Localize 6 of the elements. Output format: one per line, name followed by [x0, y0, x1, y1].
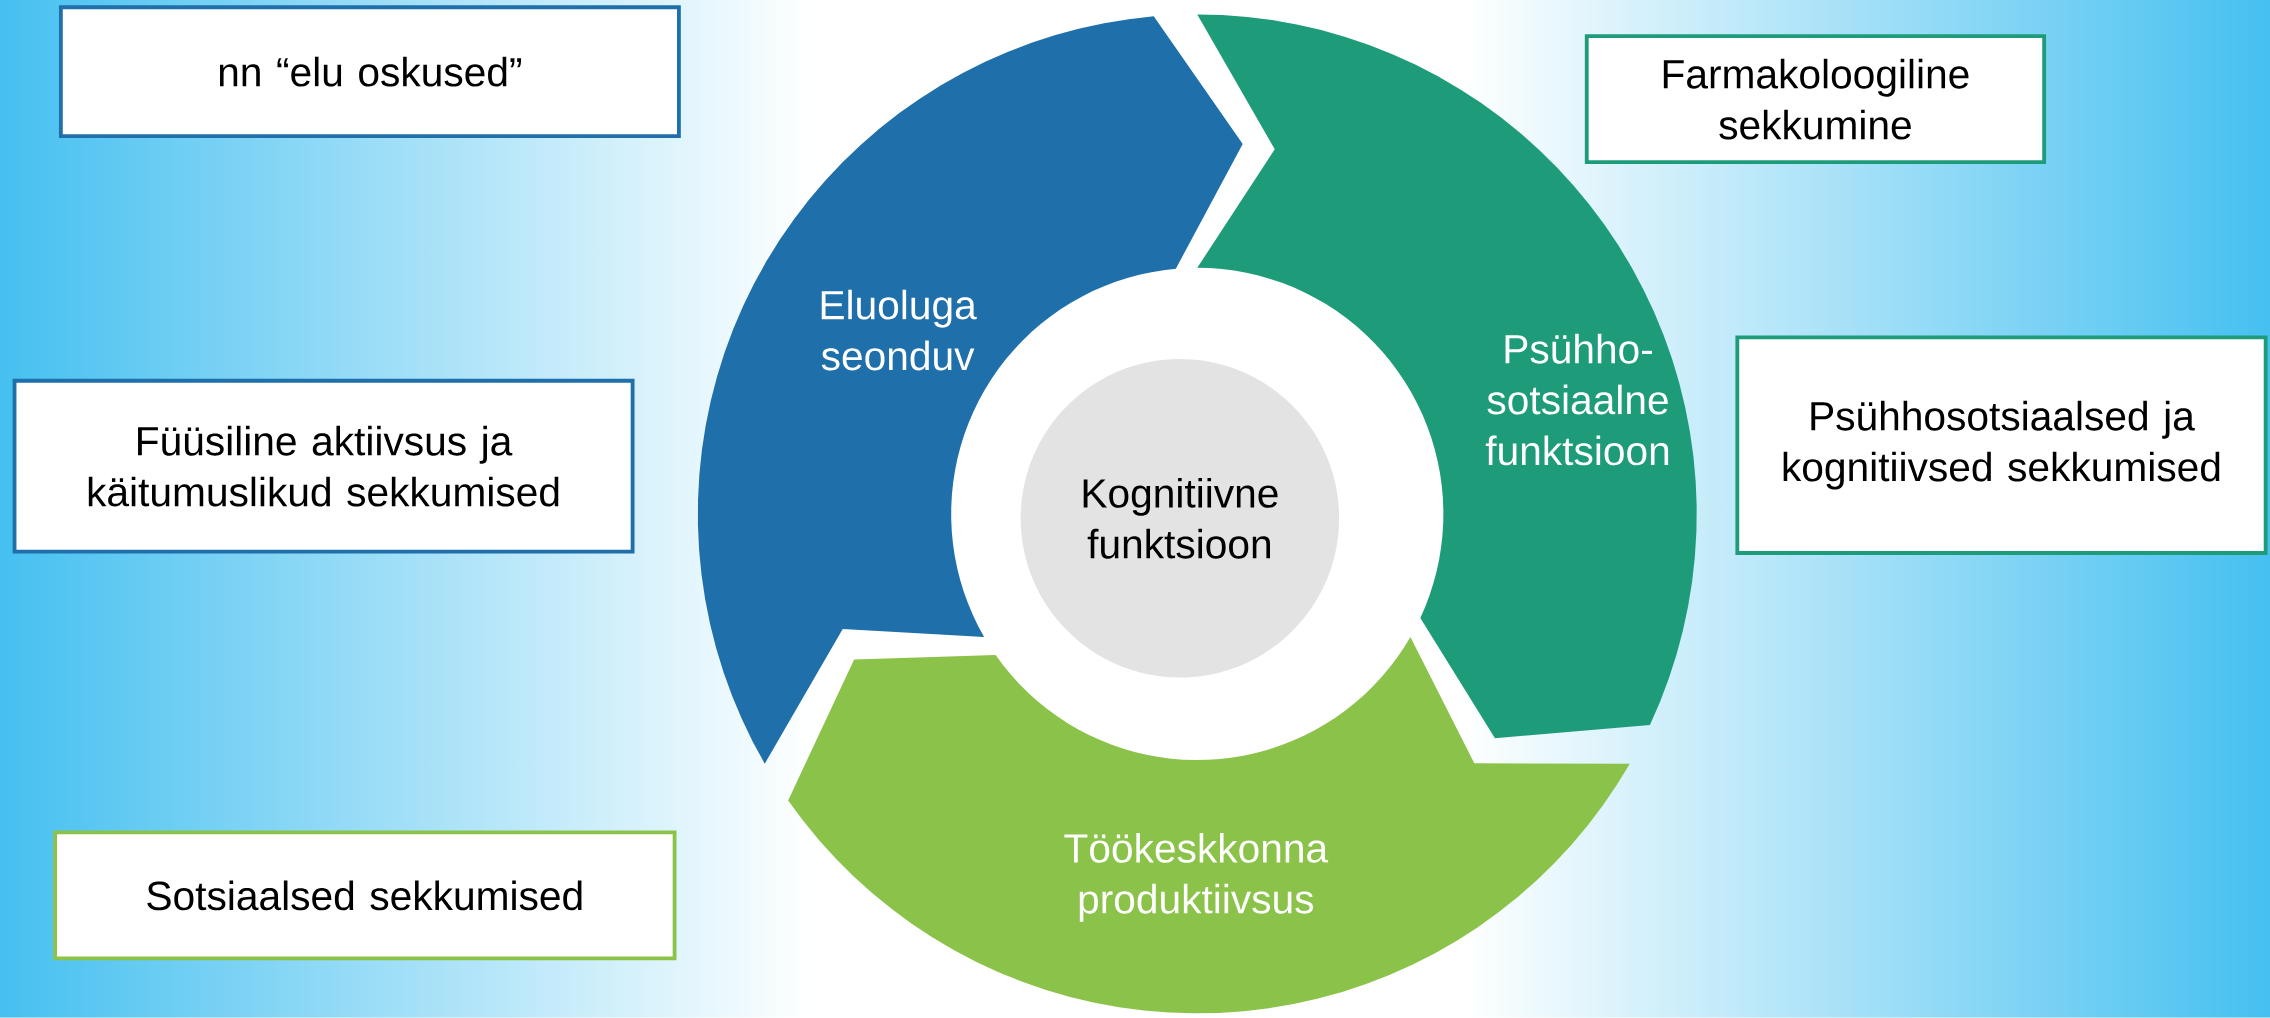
intervention-box: Psühhosotsiaalsed ja kognitiivsed sekkumised [1735, 335, 2268, 556]
cycle-segment: Töökeskkonna produktiivsus [788, 637, 1630, 1014]
intervention-box: Füüsiline aktiivsus ja käitumuslikud sekkumised [12, 378, 635, 554]
intervention-box: Farmakoloogiline sekkumine [1584, 34, 2047, 165]
intervention-box: Sotsiaalsed sekkumised [53, 830, 677, 961]
intervention-box: nn “elu oskused” [58, 5, 681, 139]
